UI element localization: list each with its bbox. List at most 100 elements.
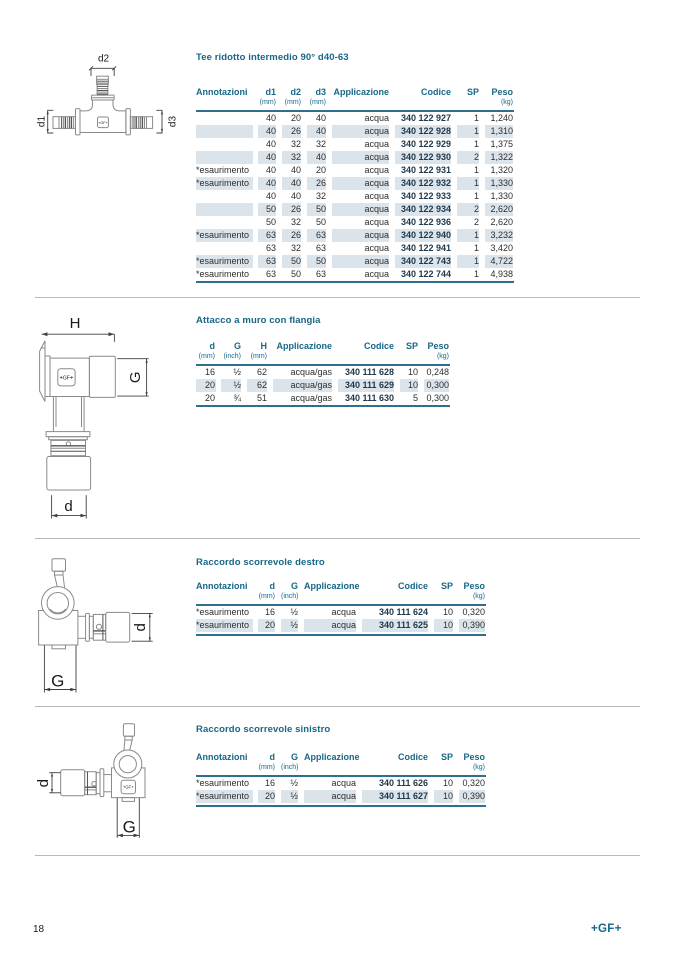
cell: acqua [327,125,390,138]
cell [196,190,253,203]
cell: 50 [265,217,276,227]
cell: 63 [265,269,276,279]
cell: 40 [265,113,276,123]
cell: 2,620 [480,203,514,216]
column-header: Codice [357,752,429,777]
cell: acqua [327,229,390,242]
cell: acqua [364,191,389,201]
cell: 63 [253,255,277,268]
cell: 2 [452,203,480,216]
page-number: 18 [33,924,45,935]
tee-fitting-drawing: +GF+ d2 d1 d3 [36,54,178,136]
code-cell: 340 122 743 [390,255,452,268]
code-cell: 340 122 928 [390,125,452,138]
section-title-slide-right: Raccordo scorrevole destro [196,557,325,568]
cell: acqua [364,243,389,253]
dim-label-d: d [132,623,149,631]
cell [196,125,253,138]
cell: *esaurimento [196,778,250,788]
cell: acqua [327,177,390,190]
cell: acqua [364,165,389,175]
cell: 0,320 [462,607,485,617]
dim-label-d: d [64,498,72,515]
cell: 40 [265,191,276,201]
column-header: Peso(kg) [454,752,486,777]
cell: 1 [473,113,479,123]
column-header: d3(mm) [302,87,327,112]
cell: 62 [242,379,268,392]
cell: 0,390 [454,790,486,803]
cell: 40 [265,165,276,175]
column-header: G(inch) [276,752,299,777]
cell: 40 [302,125,327,138]
cell: 10 [429,619,454,632]
code-cell: 340 122 941 [400,243,451,253]
cell: 10 [395,379,419,392]
cell: 63 [302,229,327,242]
cell: 63 [253,229,277,242]
dim-label-h: H [70,315,81,332]
column-header: SP [429,581,454,606]
cell: 1,310 [480,125,514,138]
cell: 32 [290,217,301,227]
dim-label-d: d [35,779,52,787]
dim-label-d1: d1 [36,116,47,128]
cell: 40 [302,151,327,164]
cell: 1,330 [480,177,514,190]
cell: 26 [277,229,302,242]
cell: ½ [216,379,242,392]
cell: 50 [302,203,327,216]
cell: 4,722 [480,255,514,268]
cell: 50 [302,255,327,268]
cell: acqua/gas [290,393,332,403]
cell: 1 [473,243,479,253]
cell: 16 [264,607,275,617]
cell: acqua [299,790,357,803]
cell: 40 [265,139,276,149]
code-cell: 340 122 933 [400,191,451,201]
cell: 1 [473,269,479,279]
cell: 50 [315,217,326,227]
dim-label-d3: d3 [167,116,178,128]
table-bottom-rule [196,634,486,636]
cell: 63 [315,269,326,279]
cell: 63 [315,243,326,253]
column-header: d(mm) [253,581,276,606]
cell: 1 [452,229,480,242]
column-header: Applicazione [268,341,333,366]
cell: 32 [290,243,301,253]
code-cell: 340 111 626 [378,778,428,788]
cell: 2,620 [490,217,513,227]
cell: ½ [276,619,299,632]
cell: 0,300 [419,379,450,392]
cell: *esaurimento [196,619,253,632]
cell: ½ [233,367,241,377]
table-bottom-rule [196,405,450,407]
column-header: Codice [390,87,452,112]
cell: 0,320 [462,778,485,788]
section-title-wall-flange: Attacco a muro con flangia [196,315,321,326]
cell: 32 [315,191,326,201]
table-bottom-rule [196,805,486,807]
cell: 0,248 [426,367,449,377]
cell: 1,240 [490,113,513,123]
cell: *esaurimento [196,177,253,190]
cell [196,138,253,151]
cell: acqua [364,113,389,123]
slide-fitting-right-drawing: d G [38,558,153,693]
code-cell: 340 111 625 [357,619,429,632]
cell: 10 [442,778,453,788]
cell: *esaurimento [196,269,250,279]
